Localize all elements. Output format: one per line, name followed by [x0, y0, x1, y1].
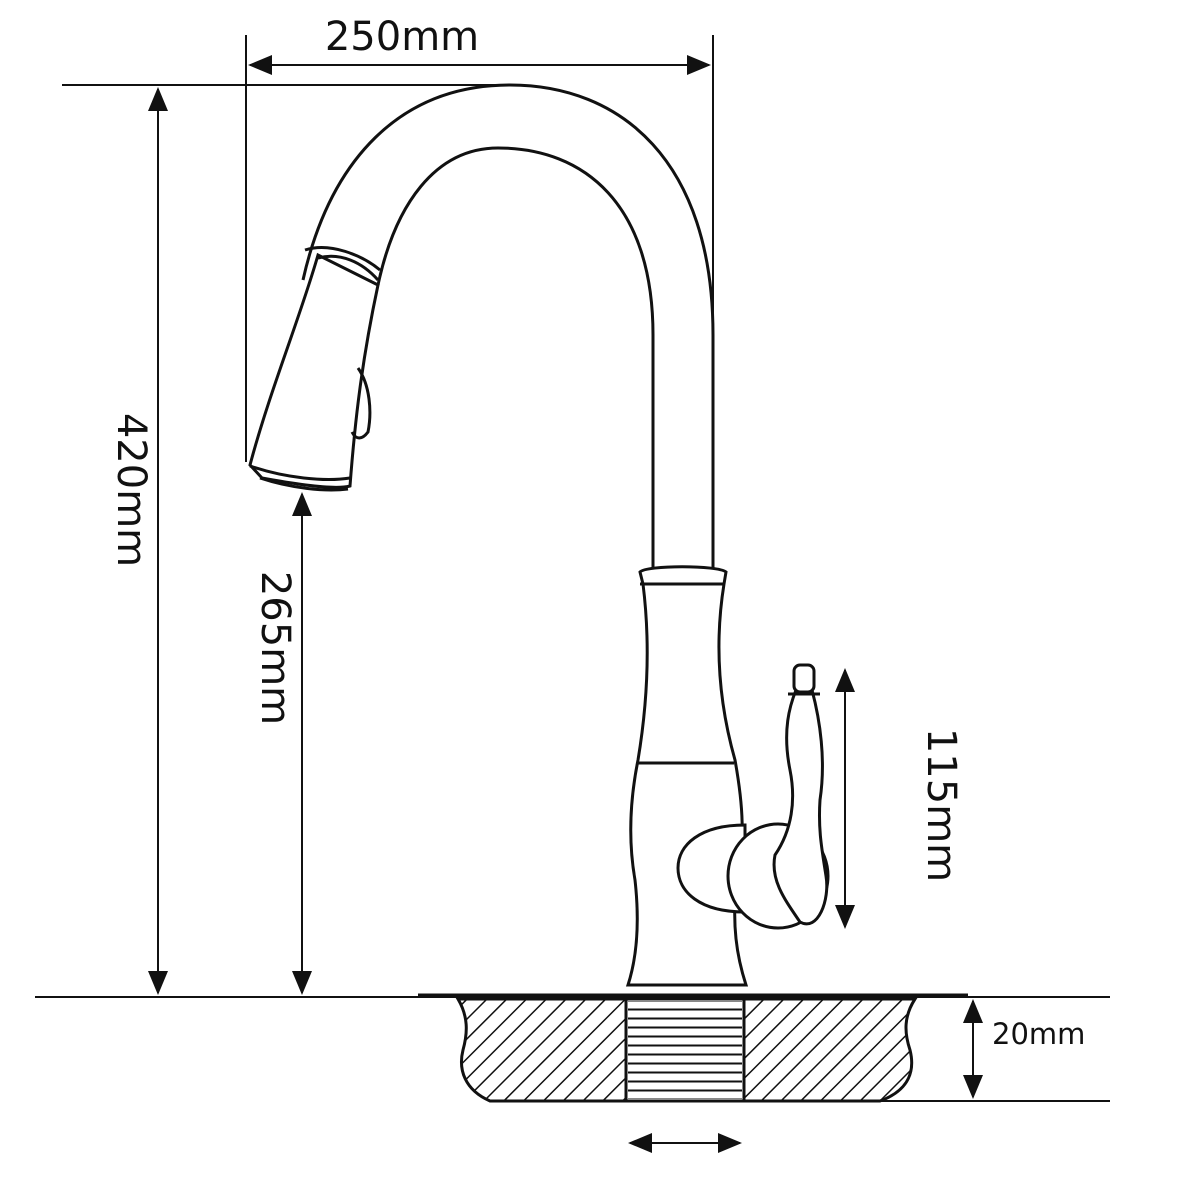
dim-spout-label: 265mm — [252, 571, 298, 725]
faucet-body — [625, 565, 749, 987]
spray-collar-bottom — [317, 254, 380, 281]
dim-deck-thickness: 20mm — [963, 999, 1085, 1099]
handle-lever — [772, 688, 829, 926]
dim-width: 250mm — [245, 14, 714, 462]
spray-nozzle-face — [259, 476, 349, 492]
dim-total-label: 420mm — [108, 413, 154, 567]
spray-head — [248, 252, 380, 489]
spray-button — [350, 367, 372, 440]
spout-inner — [376, 146, 655, 578]
dim-total-height: 420mm — [62, 84, 510, 995]
dim-handle-label: 115mm — [918, 728, 964, 882]
dim-width-label: 250mm — [325, 14, 479, 60]
dim-handle-height: 115mm — [835, 668, 964, 929]
spray-collar-top — [304, 246, 381, 272]
spray-nozzle-ring — [249, 464, 351, 481]
dim-deck-label: 20mm — [992, 1017, 1085, 1051]
handle-tip — [792, 663, 816, 694]
spout-outer — [301, 83, 715, 575]
deck-section — [35, 993, 1110, 1103]
dim-spout-height: 265mm — [252, 492, 312, 995]
faucet — [248, 83, 830, 987]
